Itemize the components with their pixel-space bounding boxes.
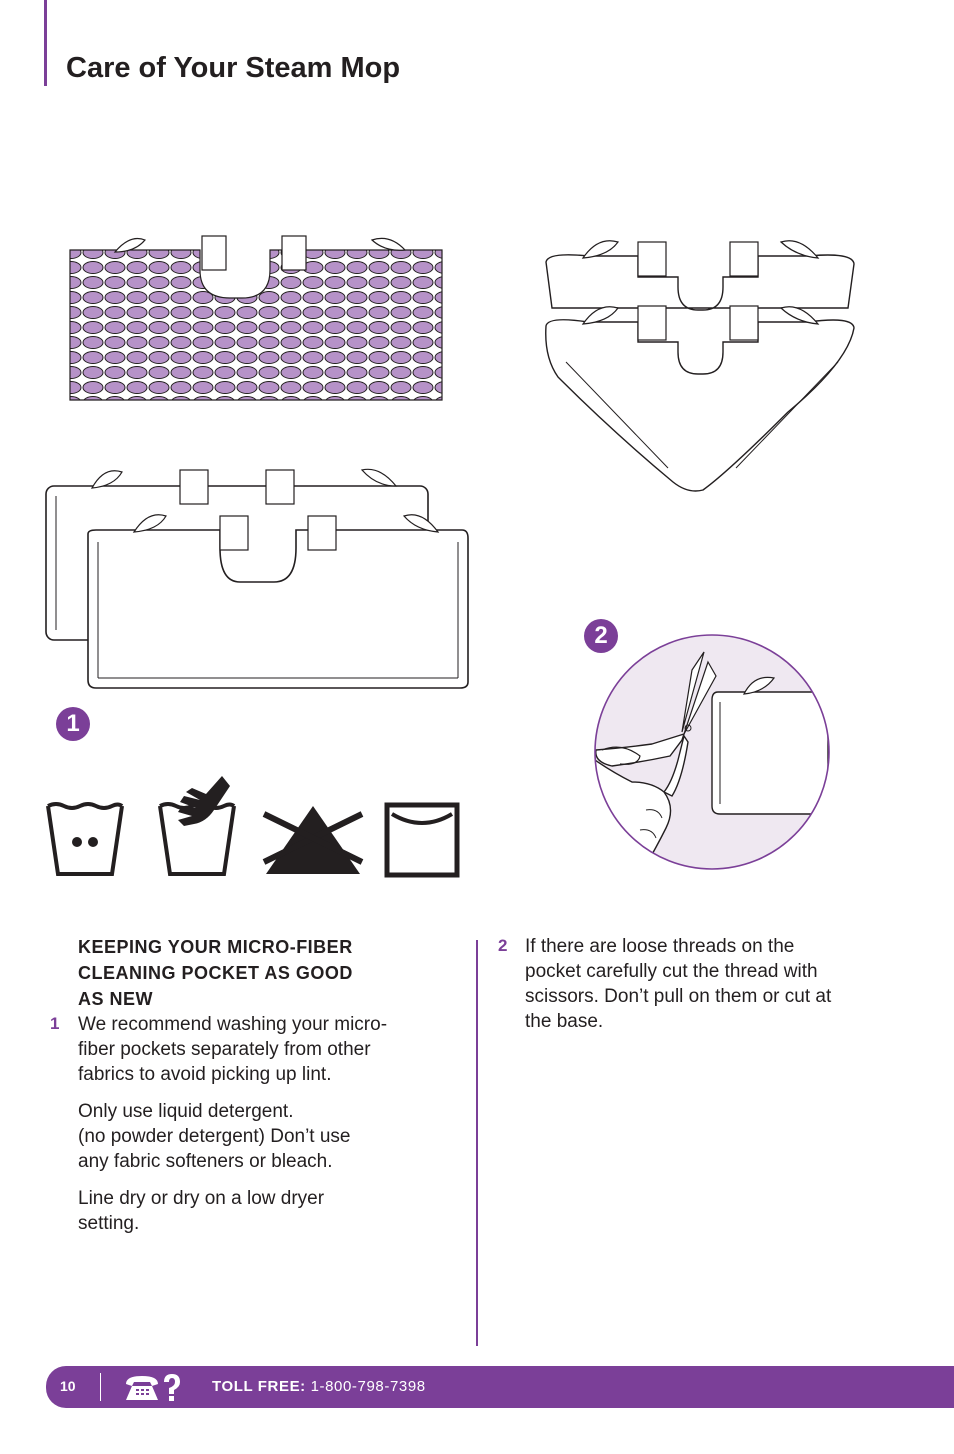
detergent-paragraph: Only use liquid detergent. (no powder de… (78, 1099, 468, 1174)
care-heading-line-2: CLEANING POCKET AS GOOD (78, 963, 353, 983)
column-divider (476, 940, 478, 1346)
step-2-number: 2 (498, 936, 508, 955)
detergent-line-1: Only use liquid detergent. (78, 1101, 294, 1122)
toll-free-label: TOLL FREE: (212, 1378, 306, 1395)
title-accent-bar (44, 0, 47, 86)
wash-30-icon (46, 802, 124, 876)
cutting-thread-illustration (594, 634, 830, 870)
step-2-badge: 2 (584, 619, 618, 653)
step-1-badge: 1 (56, 707, 90, 741)
drying-line-2: setting. (78, 1213, 140, 1234)
toll-free-number: TOLL FREE: 1-800-798-7398 (212, 1378, 426, 1395)
footer-separator (100, 1373, 101, 1401)
thread-line-2: pocket carefully cut the thread with (525, 961, 818, 982)
step-1-number: 1 (50, 1014, 60, 1033)
drying-paragraph: Line dry or dry on a low dryer setting. (78, 1186, 468, 1236)
washing-paragraph: We recommend washing your micro- fiber p… (78, 1012, 468, 1087)
thread-line-4: the base. (525, 1011, 604, 1032)
detergent-line-3: any fabric softeners or bleach. (78, 1151, 333, 1172)
washing-line-1: We recommend washing your micro- (78, 1014, 388, 1035)
thread-paragraph: If there are loose threads on the pocket… (525, 934, 925, 1034)
phone-help-icon (126, 1374, 180, 1401)
thread-instructions-column: If there are loose threads on the pocket… (525, 934, 925, 1046)
footer-bar (46, 1366, 954, 1408)
detergent-line-2: (no powder detergent) Don’t use (78, 1126, 351, 1147)
thread-line-1: If there are loose threads on the (525, 936, 795, 957)
care-heading-line-1: KEEPING YOUR MICRO-FIBER (78, 937, 353, 957)
washing-line-3: fabrics to avoid picking up lint. (78, 1064, 332, 1085)
care-instructions-column: KEEPING YOUR MICRO-FIBER CLEANING POCKET… (78, 934, 468, 1248)
care-heading: KEEPING YOUR MICRO-FIBER CLEANING POCKET… (78, 934, 468, 1012)
hand-wash-icon (158, 776, 236, 876)
page-number: 10 (60, 1378, 76, 1394)
rectangle-pockets-illustration (45, 468, 469, 689)
care-heading-line-3: AS NEW (78, 989, 153, 1009)
micro-fiber-pad-illustration (69, 235, 443, 401)
thread-line-3: scissors. Don’t pull on them or cut at (525, 986, 832, 1007)
triangle-pockets-illustration (545, 240, 855, 492)
washing-line-2: fiber pockets separately from other (78, 1039, 371, 1060)
do-not-bleach-icon (262, 806, 364, 874)
drying-line-1: Line dry or dry on a low dryer (78, 1188, 325, 1209)
page-title: Care of Your Steam Mop (66, 52, 401, 84)
phone-number: 1-800-798-7398 (310, 1378, 426, 1395)
line-dry-icon (384, 802, 460, 878)
